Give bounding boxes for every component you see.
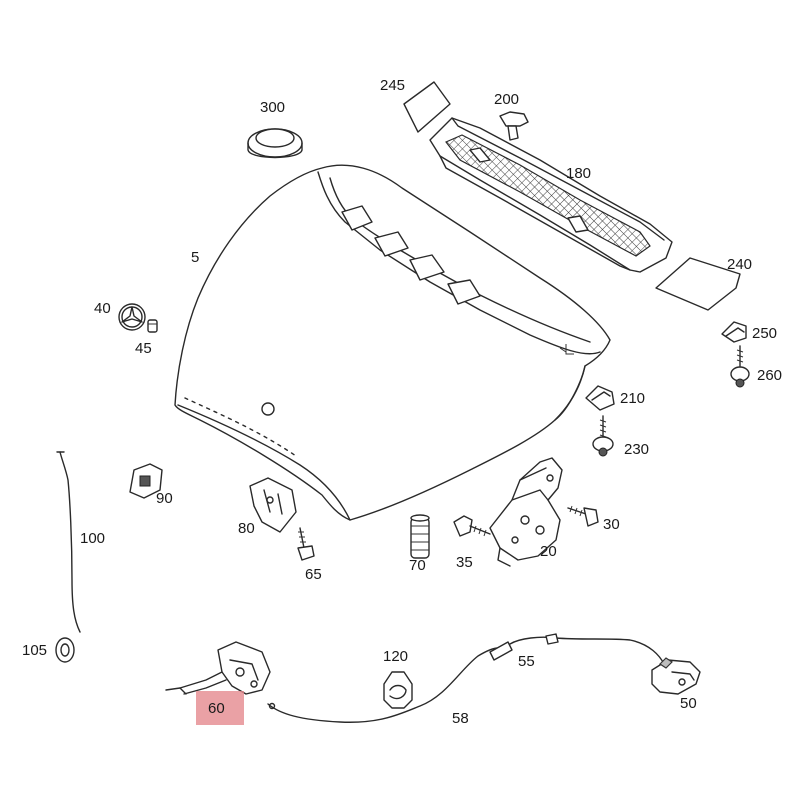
grommet-105-part[interactable] [55, 637, 75, 663]
label-245: 245 [380, 77, 405, 94]
clip-250-part[interactable] [721, 321, 747, 343]
holder-90-part[interactable] [129, 463, 163, 499]
label-35: 35 [456, 554, 473, 571]
label-45: 45 [135, 340, 152, 357]
label-60: 60 [208, 700, 225, 717]
support-rod-100-part[interactable] [56, 451, 81, 633]
clamp-120-part[interactable] [383, 671, 413, 709]
screw-260-part[interactable] [730, 345, 750, 388]
label-230: 230 [624, 441, 649, 458]
label-300: 300 [260, 99, 285, 116]
cowl-grille-part[interactable] [429, 117, 673, 273]
label-100: 100 [80, 530, 105, 547]
clip-210-part[interactable] [585, 385, 615, 411]
label-105: 105 [22, 642, 47, 659]
label-40: 40 [94, 300, 111, 317]
highlight-box-60 [196, 691, 244, 725]
label-5: 5 [191, 249, 199, 266]
clip-200-part[interactable] [499, 111, 529, 141]
nut-45-part[interactable] [147, 319, 158, 333]
label-250: 250 [752, 325, 777, 342]
emblem-star-40-part[interactable] [118, 303, 146, 331]
label-30: 30 [603, 516, 620, 533]
bowden-cable-58-part[interactable] [267, 647, 499, 723]
label-55: 55 [518, 653, 535, 670]
bolt-30-part[interactable] [567, 505, 599, 527]
release-handle-50-part[interactable] [651, 657, 701, 695]
label-240: 240 [727, 256, 752, 273]
pane-240-part[interactable] [655, 257, 741, 311]
label-210: 210 [620, 390, 645, 407]
hood-lock-60-part[interactable] [165, 641, 271, 695]
bolt-65-part[interactable] [297, 527, 315, 561]
hinge-bracket-80-part[interactable] [249, 477, 297, 533]
bolt-35-part[interactable] [453, 515, 491, 537]
label-260: 260 [757, 367, 782, 384]
label-20: 20 [540, 543, 557, 560]
hinge-20-part[interactable] [489, 457, 563, 567]
label-120: 120 [383, 648, 408, 665]
label-50: 50 [680, 695, 697, 712]
label-180: 180 [566, 165, 591, 182]
hood-part[interactable] [174, 164, 611, 521]
label-80: 80 [238, 520, 255, 537]
release-cable-55-part[interactable] [489, 633, 665, 665]
screw-230-part[interactable] [592, 415, 614, 457]
label-200: 200 [494, 91, 519, 108]
label-90: 90 [156, 490, 173, 507]
label-70: 70 [409, 557, 426, 574]
pane-245-part[interactable] [403, 81, 451, 133]
label-65: 65 [305, 566, 322, 583]
buffer-70-part[interactable] [410, 514, 430, 559]
plug-300-part[interactable] [247, 128, 303, 159]
label-58: 58 [452, 710, 469, 727]
